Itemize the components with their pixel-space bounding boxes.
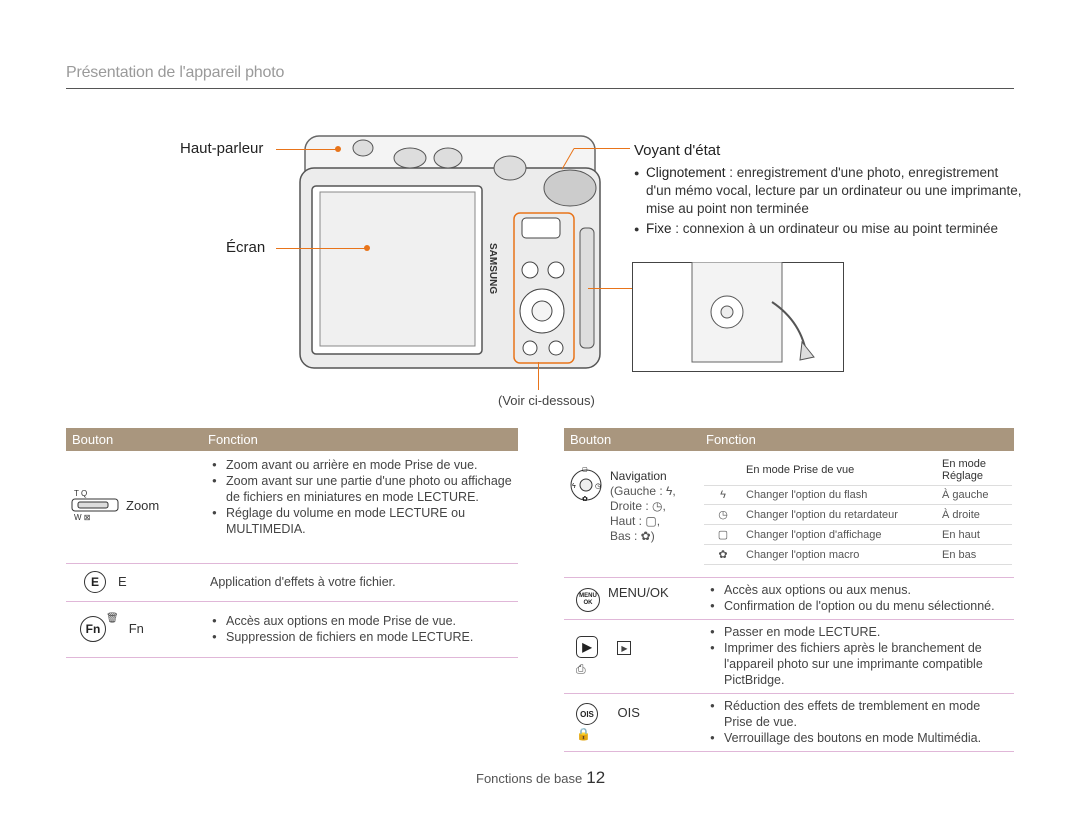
strap-inset-illustration	[632, 262, 844, 372]
table-row: T QW ⊠ Zoom Zoom avant ou arrière en mod…	[66, 451, 518, 563]
menu-ok-button-icon: MENU OK	[576, 587, 600, 612]
zoom-label: Zoom	[126, 497, 160, 513]
below-leader-line	[538, 362, 539, 390]
speaker-leader-dot	[335, 146, 341, 152]
zoom-lever-icon: T Q W ⊠	[71, 489, 119, 522]
see-below-note: (Voir ci-dessous)	[498, 393, 595, 408]
svg-text:▢: ▢	[582, 467, 588, 473]
brand-label: SAMSUNG	[487, 243, 498, 294]
speaker-callout: Haut-parleur	[180, 140, 264, 157]
table-row: ▶ ▶ ⎙ Passer en mode LECTURE. Imprimer d…	[564, 619, 1014, 693]
status-item-blinking: Clignotement : enregistrement d'une phot…	[634, 164, 1024, 218]
title-rule	[66, 88, 1014, 89]
svg-text:ϟ: ϟ	[572, 483, 576, 490]
table-header: Bouton Fonction	[564, 428, 1014, 451]
play-button-icon: ▶	[576, 635, 598, 658]
page-title: Présentation de l'appareil photo	[66, 64, 285, 81]
status-light-description: Voyant d'état Clignotement : enregistrem…	[634, 142, 1024, 238]
svg-text:◷: ◷	[595, 483, 601, 490]
trash-icon: 🗑	[106, 613, 119, 624]
svg-text:W ⊠: W ⊠	[74, 513, 90, 522]
camera-back-illustration: SAMSUNG	[299, 135, 601, 369]
speaker-leader-line	[276, 149, 338, 150]
fn-button-icon: Fn	[80, 616, 106, 642]
screen-callout: Écran	[226, 239, 266, 256]
status-item-steady: Fixe : connexion à un ordinateur ou mise…	[634, 220, 1024, 238]
ois-button-icon: OIS	[576, 703, 598, 725]
table-row: OIS OIS 🔒 Réduction des effets de trembl…	[564, 693, 1014, 751]
e-button-icon: E	[84, 571, 106, 593]
print-icon: ⎙	[576, 661, 586, 676]
navigation-pad-icon: ▢ ϟ ◷ ✿	[570, 467, 602, 503]
lock-icon: 🔒	[576, 727, 591, 741]
svg-text:T Q: T Q	[74, 489, 87, 498]
table-row: ▢ϟ◷✿ Navigation (Gauche : ϟ, Droite : ◷,…	[564, 451, 1014, 577]
left-button-table: Bouton Fonction T QW ⊠ Zoom Zoom avant o…	[66, 428, 518, 658]
right-button-table: Bouton Fonction ▢ϟ◷✿ Navigation (Gauche …	[564, 428, 1014, 752]
table-header: Bouton Fonction	[66, 428, 518, 451]
table-row: Fn🗑Fn Accès aux options en mode Prise de…	[66, 601, 518, 657]
status-light-title: Voyant d'état	[634, 142, 721, 159]
screen-leader-dot	[364, 245, 370, 251]
page-number: 12	[586, 768, 606, 787]
status-leader-line	[574, 148, 630, 149]
screen-leader-line	[276, 248, 366, 249]
svg-text:✿: ✿	[582, 496, 588, 503]
table-row: MENU OKMENU/OK Accès aux options ou aux …	[564, 577, 1014, 619]
inset-leader-line	[588, 288, 632, 289]
